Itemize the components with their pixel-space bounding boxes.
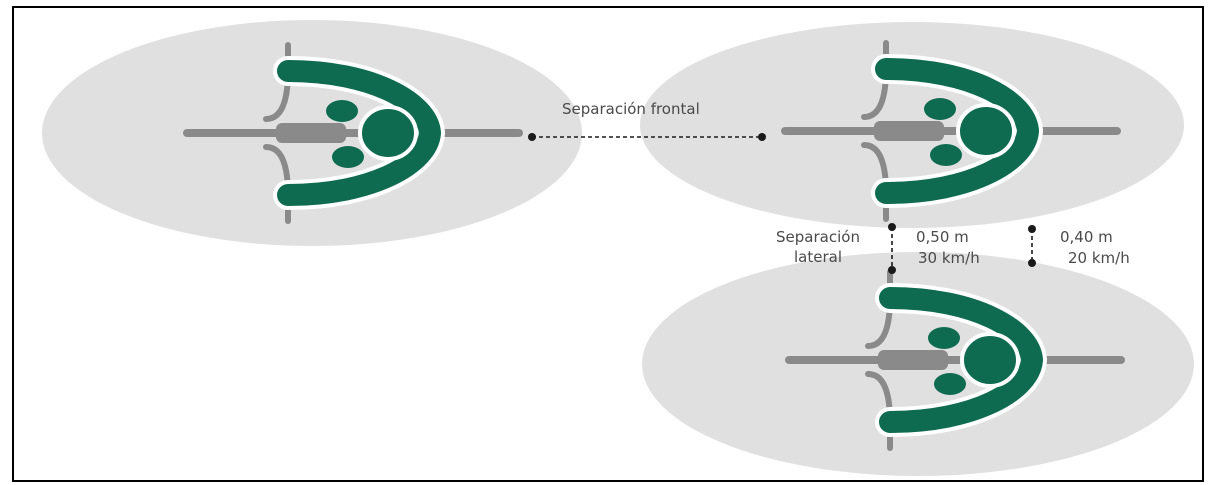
frontal-separation-label: Separación frontal <box>562 100 700 118</box>
sep-a-speed: 30 km/h <box>918 249 980 267</box>
sep-b-speed: 20 km/h <box>1068 249 1130 267</box>
sep-b-distance: 0,40 m <box>1060 228 1113 246</box>
lateral-separation-line-a <box>888 223 896 274</box>
lateral-separation-line-b <box>1028 225 1036 267</box>
lateral-separation-label-line2: lateral <box>794 248 842 266</box>
frontal-separation-line <box>528 133 766 141</box>
diagram-canvas <box>42 20 1194 476</box>
lateral-separation-label-line1: Separación <box>776 228 860 246</box>
sep-a-distance: 0,50 m <box>916 228 969 246</box>
diagram-frame: Separación frontal Separación lateral 0,… <box>12 6 1204 482</box>
